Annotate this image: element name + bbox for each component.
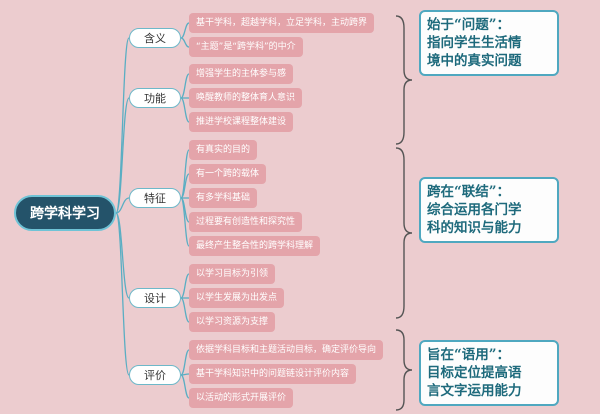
- branch-evaluation[interactable]: 评价: [129, 365, 181, 385]
- leaf-evaluation-1[interactable]: 依据学科目标和主题活动目标，确定评价导向: [189, 340, 384, 360]
- leaf-feature-3[interactable]: 有多学科基础: [189, 188, 258, 208]
- callout-language-use: 旨在“语用”： 目标定位提高语 言文字运用能力: [419, 340, 559, 406]
- leaf-function-2[interactable]: 唤醒教师的整体育人意识: [189, 88, 303, 108]
- leaf-design-3[interactable]: 以学习资源为支撑: [189, 312, 276, 332]
- leaf-feature-1[interactable]: 有真实的目的: [189, 140, 258, 160]
- callout-problem-line-2: 指向学生生活情: [427, 35, 522, 51]
- connector: [180, 349, 190, 376]
- callout-problem-line-3: 境中的真实问题: [427, 53, 522, 69]
- connector: [180, 73, 190, 99]
- leaf-meaning-1[interactable]: 基干学科，超越学科，立足学科，主动跨界: [189, 13, 375, 33]
- leaf-meaning-2[interactable]: “主题”是“跨学科”的中介: [189, 37, 303, 57]
- leaf-function-1[interactable]: 增强学生的主体参与感: [189, 64, 294, 84]
- branch-function[interactable]: 功能: [129, 88, 181, 108]
- callout-connection-line-1: 跨在“联结”：: [427, 184, 511, 200]
- brace-top: [395, 15, 413, 145]
- callout-problem: 始于“问题”： 指向学生生活情 境中的真实问题: [419, 10, 559, 76]
- callout-connection-line-2: 综合运用各门学: [427, 202, 522, 218]
- leaf-design-2[interactable]: 以学生发展为出发点: [189, 288, 285, 308]
- callout-problem-line-1: 始于“问题”：: [427, 17, 511, 33]
- connector: [180, 22, 190, 39]
- leaf-feature-2[interactable]: 有一个跨的载体: [189, 164, 267, 184]
- branch-meaning[interactable]: 含义: [129, 28, 181, 48]
- leaf-function-3[interactable]: 推进学校课程整体建设: [189, 112, 294, 132]
- root-node[interactable]: 跨学科学习: [14, 195, 116, 231]
- connector: [180, 97, 190, 123]
- callout-language-line-2: 目标定位提高语: [427, 365, 522, 381]
- connector: [180, 297, 190, 323]
- branch-design[interactable]: 设计: [129, 288, 181, 308]
- callout-connection: 跨在“联结”： 综合运用各门学 科的知识与能力: [419, 177, 559, 243]
- leaf-design-1[interactable]: 以学习目标为引领: [189, 264, 276, 284]
- leaf-evaluation-2[interactable]: 基干学科知识中的问题链设计评价内容: [189, 364, 357, 384]
- connector: [180, 197, 190, 247]
- branch-features[interactable]: 特征: [129, 188, 181, 208]
- connector: [115, 212, 130, 376]
- brace-middle: [395, 147, 413, 319]
- callout-language-line-1: 旨在“语用”：: [427, 347, 511, 363]
- connector: [180, 273, 190, 299]
- connector: [115, 37, 130, 214]
- callout-language-line-3: 言文字运用能力: [427, 383, 522, 399]
- connector: [180, 173, 190, 199]
- callout-connection-line-3: 科的知识与能力: [427, 220, 522, 236]
- connector: [115, 197, 130, 214]
- connector: [115, 97, 130, 214]
- leaf-feature-4[interactable]: 过程要有创造性和探究性: [189, 212, 303, 232]
- connector: [180, 149, 190, 199]
- connector: [180, 374, 190, 399]
- leaf-feature-5[interactable]: 最终产生整合性的跨学科理解: [189, 236, 321, 256]
- brace-bottom: [395, 329, 413, 411]
- connector: [180, 37, 190, 48]
- leaf-evaluation-3[interactable]: 以活动的形式开展评价: [189, 388, 294, 408]
